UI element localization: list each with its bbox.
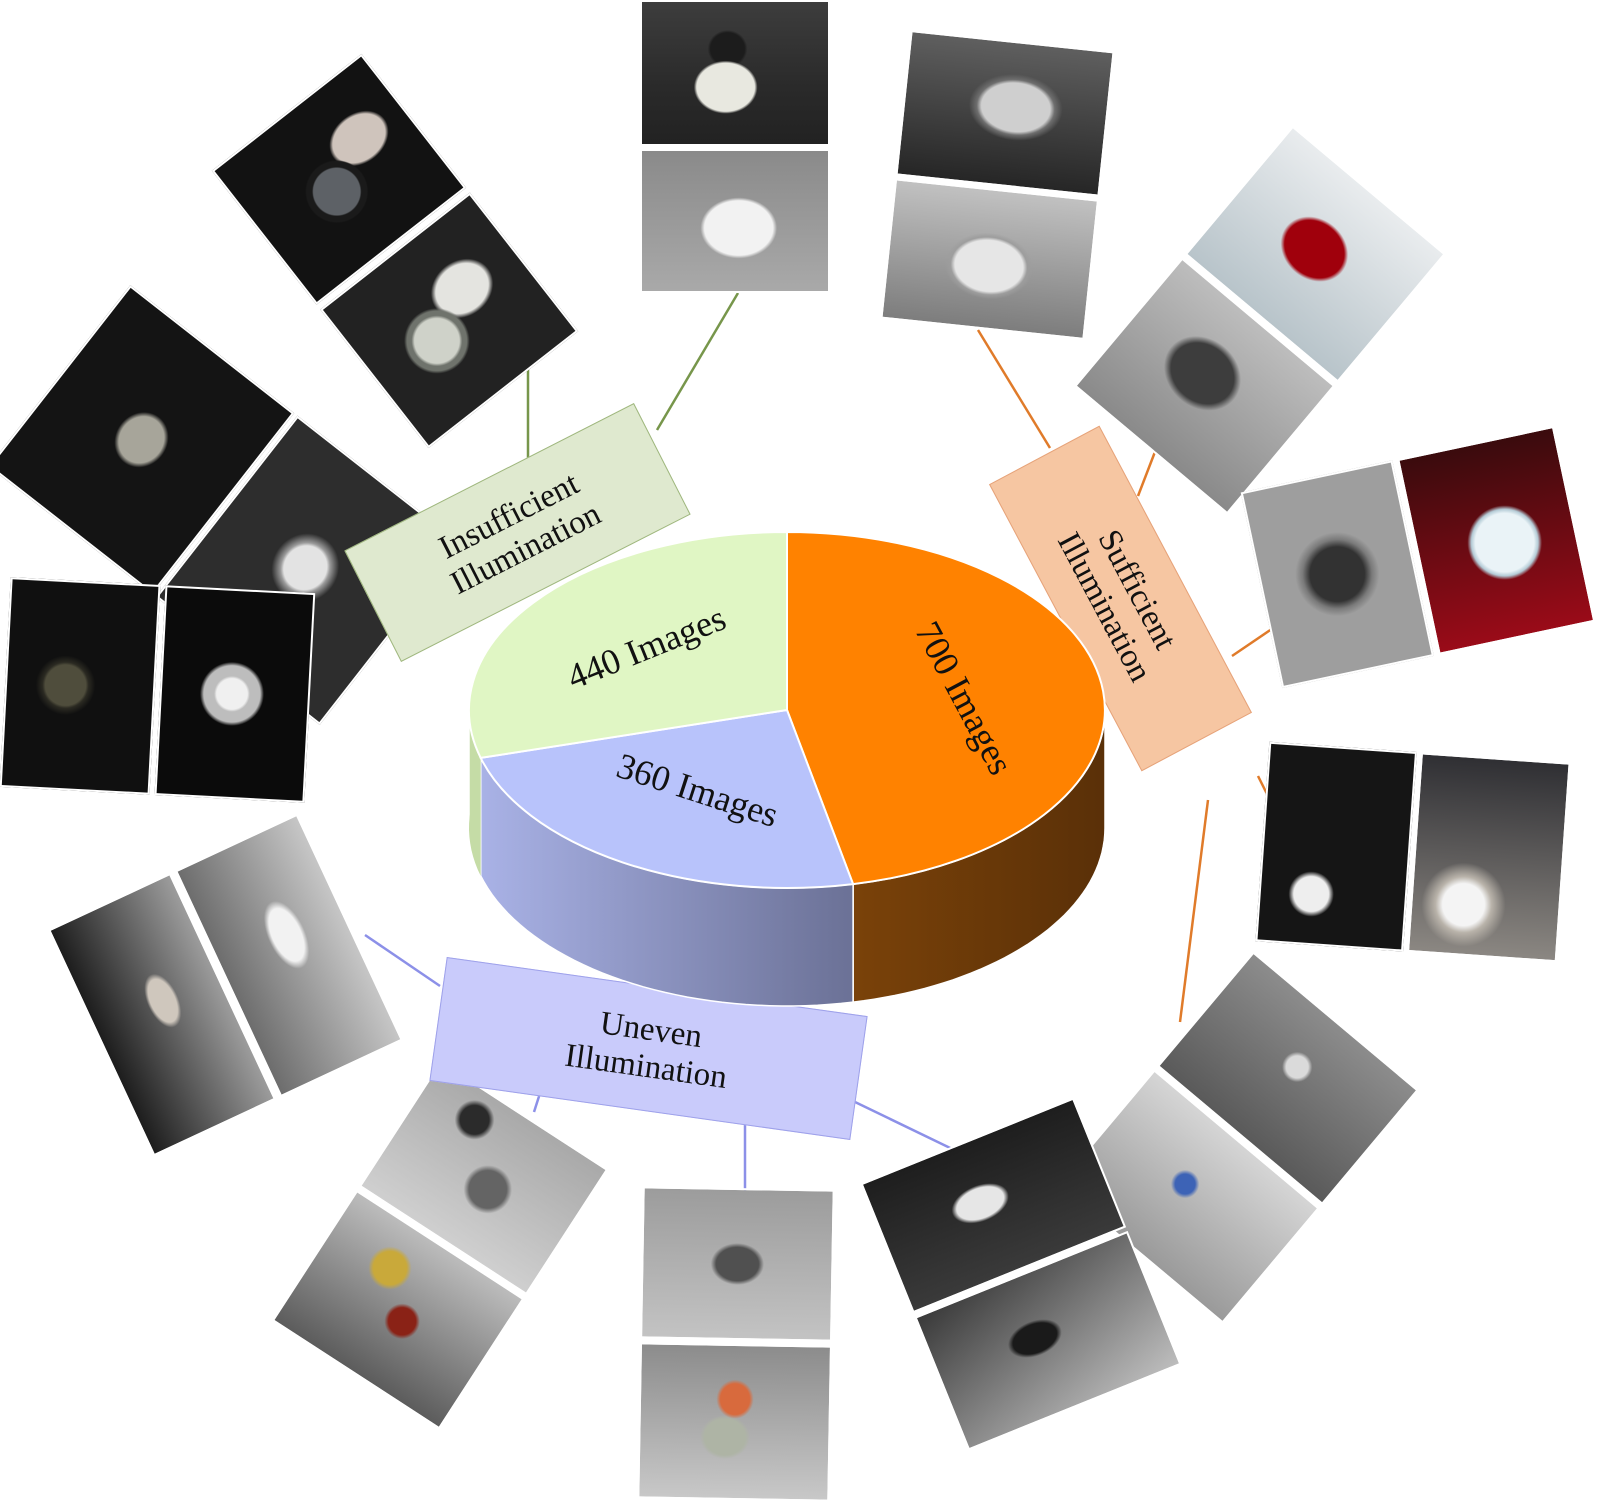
connector-line: [655, 292, 740, 431]
photo-infrared: [640, 149, 830, 293]
connector-line: [976, 329, 1052, 449]
photo-rgb: [640, 0, 830, 146]
pie-slice-top: [786, 530, 1106, 886]
connector-line: [364, 933, 441, 988]
pie-top-faces: [467, 530, 1106, 889]
connector-line: [1178, 799, 1210, 1023]
pie-slice-top: [479, 708, 855, 889]
photo-pair-kettle: [640, 0, 830, 293]
pie-slice-top: [467, 530, 788, 760]
